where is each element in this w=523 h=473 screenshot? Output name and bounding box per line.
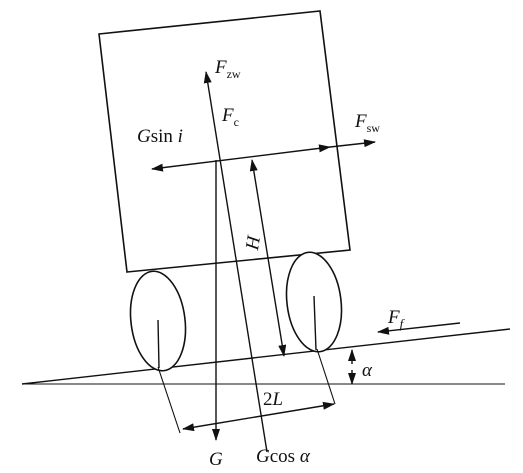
right-wheel-axle-line bbox=[313, 295, 317, 351]
right-track-extension bbox=[316, 348, 336, 405]
label-g-cos-alpha: Gcos α bbox=[256, 446, 311, 467]
f-sw-arrow bbox=[329, 139, 376, 148]
label-h: H bbox=[242, 233, 265, 252]
height-h-dimension bbox=[249, 159, 287, 357]
label-f-c: Fc bbox=[221, 105, 239, 129]
label-alpha: α bbox=[362, 360, 373, 381]
label-f-sw: Fsw bbox=[354, 111, 380, 135]
label-g-sin-i: Gsin i bbox=[137, 126, 183, 147]
vehicle-body bbox=[98, 10, 351, 273]
label-f-f: Ff bbox=[387, 307, 406, 331]
label-f-zw: Fzw bbox=[214, 57, 241, 81]
left-wheel-axle-line bbox=[157, 319, 160, 369]
label-g: G bbox=[209, 449, 223, 470]
f-zw-arrow bbox=[203, 71, 268, 453]
label-2l: 2L bbox=[263, 389, 283, 410]
f-f-arrow bbox=[377, 322, 461, 335]
g-sin-i-arrow bbox=[151, 144, 331, 172]
track-2l-dimension bbox=[182, 401, 335, 432]
inclined-slope-line bbox=[21, 328, 511, 385]
left-track-extension bbox=[157, 366, 181, 434]
